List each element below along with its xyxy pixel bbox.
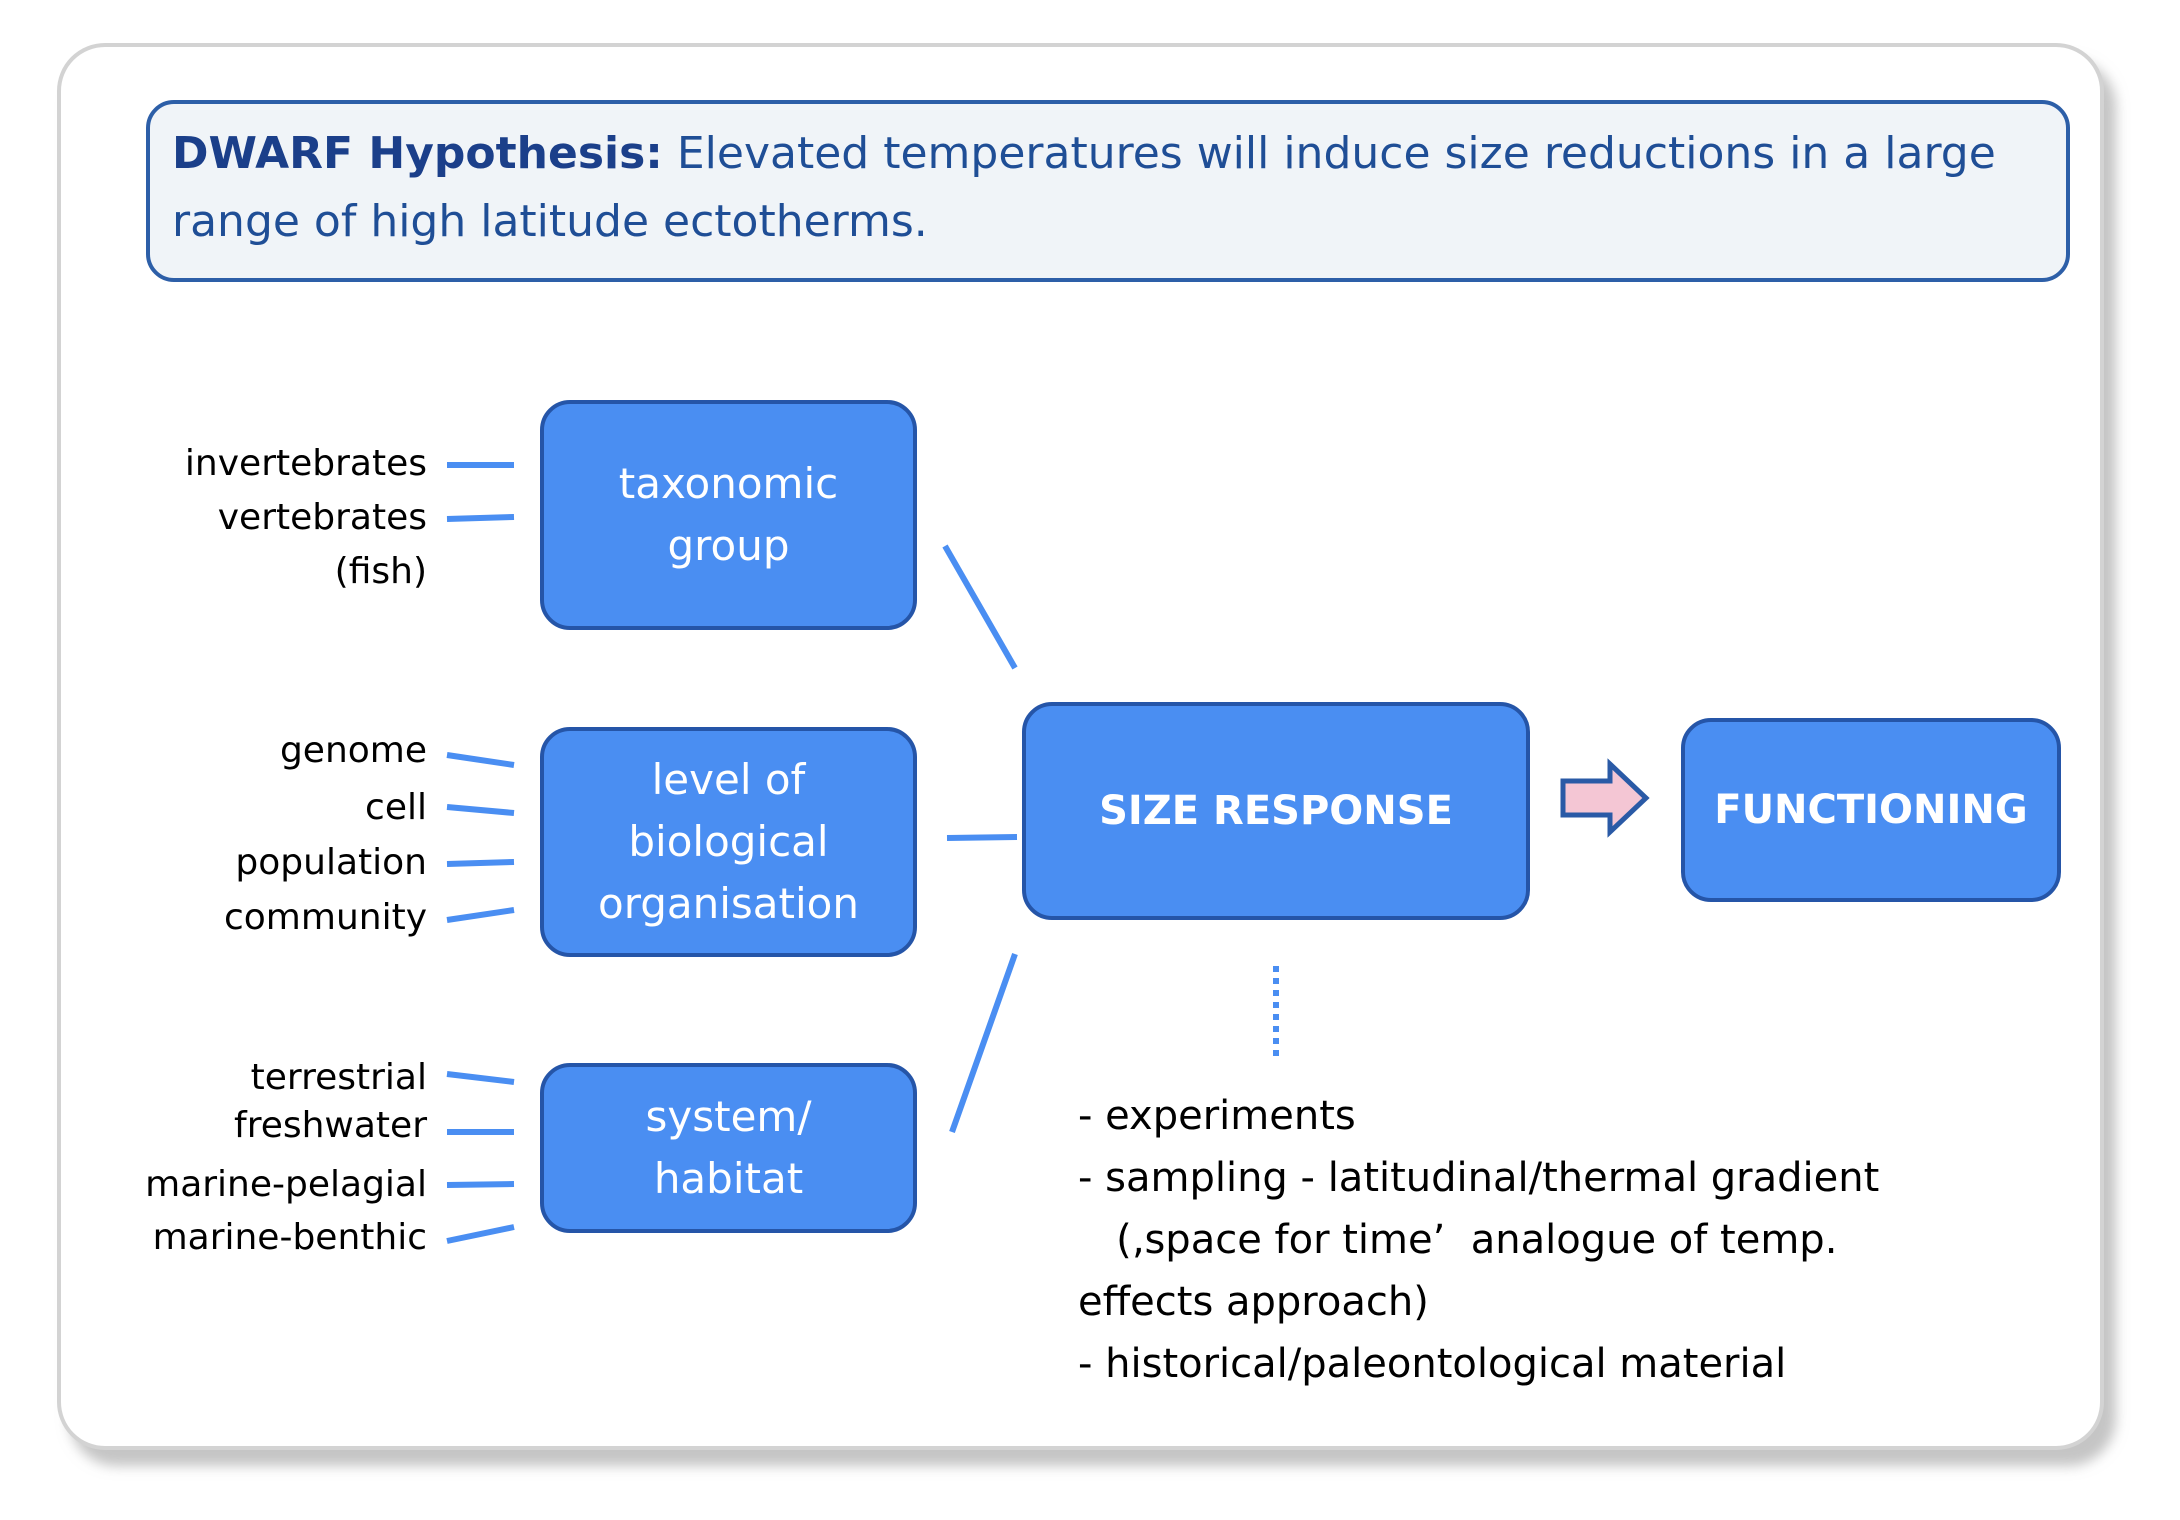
size-response-box: SIZE RESPONSE xyxy=(1022,702,1530,920)
size-response-label: SIZE RESPONSE xyxy=(1099,788,1453,834)
methods-line: (‚space for time’ analogue of temp. xyxy=(1078,1217,1838,1263)
taxonomic-item: invertebrates xyxy=(184,443,427,484)
connector-terrestrial xyxy=(446,1071,515,1085)
level-item: population xyxy=(235,842,427,883)
level-item: cell xyxy=(365,787,427,828)
level-item: genome xyxy=(279,730,427,771)
level-box-line-3: organisation xyxy=(598,879,859,928)
methods-list: - experiments - sampling - latitudinal/t… xyxy=(1078,1085,2038,1395)
level-box-line-1: level of xyxy=(651,755,806,804)
taxonomic-box-line-1: taxonomic xyxy=(618,459,839,508)
taxonomic-item: vertebrates xyxy=(217,497,427,538)
methods-line: - experiments xyxy=(1078,1093,1356,1139)
methods-line: - sampling - latitudinal/thermal gradien… xyxy=(1078,1155,1880,1201)
connector-genome xyxy=(446,752,515,768)
hypothesis-box: DWARF Hypothesis: Elevated temperatures … xyxy=(146,100,2070,282)
connector-system-size xyxy=(949,952,1018,1134)
system-item: freshwater xyxy=(234,1105,427,1146)
arrow-icon xyxy=(1560,758,1650,838)
functioning-box: FUNCTIONING xyxy=(1681,718,2061,902)
methods-line: - historical/paleontological material xyxy=(1078,1341,1787,1387)
connector-taxonomic-size xyxy=(942,544,1018,670)
connector-community xyxy=(446,907,515,923)
hypothesis-text: Elevated temperatures will induce size r… xyxy=(172,128,1996,247)
taxonomic-item: (fish) xyxy=(334,551,427,592)
level-item: community xyxy=(223,897,427,938)
connector-marine-pelagial xyxy=(446,1181,515,1188)
level-box-line-2: biological xyxy=(628,817,829,866)
system-item: terrestrial xyxy=(250,1057,427,1098)
connector-population xyxy=(446,859,515,867)
taxonomic-group-box: taxonomic group xyxy=(540,400,917,630)
connector-level-size xyxy=(946,834,1018,841)
taxonomic-box-line-2: group xyxy=(667,521,790,570)
connector-cell xyxy=(446,804,515,816)
system-box-line-2: habitat xyxy=(653,1154,804,1203)
connector-marine-benthic xyxy=(446,1224,515,1244)
connector-vertebrates xyxy=(446,514,515,522)
functioning-label: FUNCTIONING xyxy=(1714,787,2028,833)
hypothesis-label: DWARF Hypothesis: xyxy=(172,128,663,179)
system-item: marine-pelagial xyxy=(145,1164,427,1205)
system-item: marine-benthic xyxy=(152,1217,427,1258)
system-box-line-1: system/ xyxy=(645,1092,812,1141)
level-of-organisation-box: level of biological organisation xyxy=(540,727,917,957)
system-habitat-box: system/ habitat xyxy=(540,1063,917,1233)
methods-line: effects approach) xyxy=(1078,1279,1429,1325)
